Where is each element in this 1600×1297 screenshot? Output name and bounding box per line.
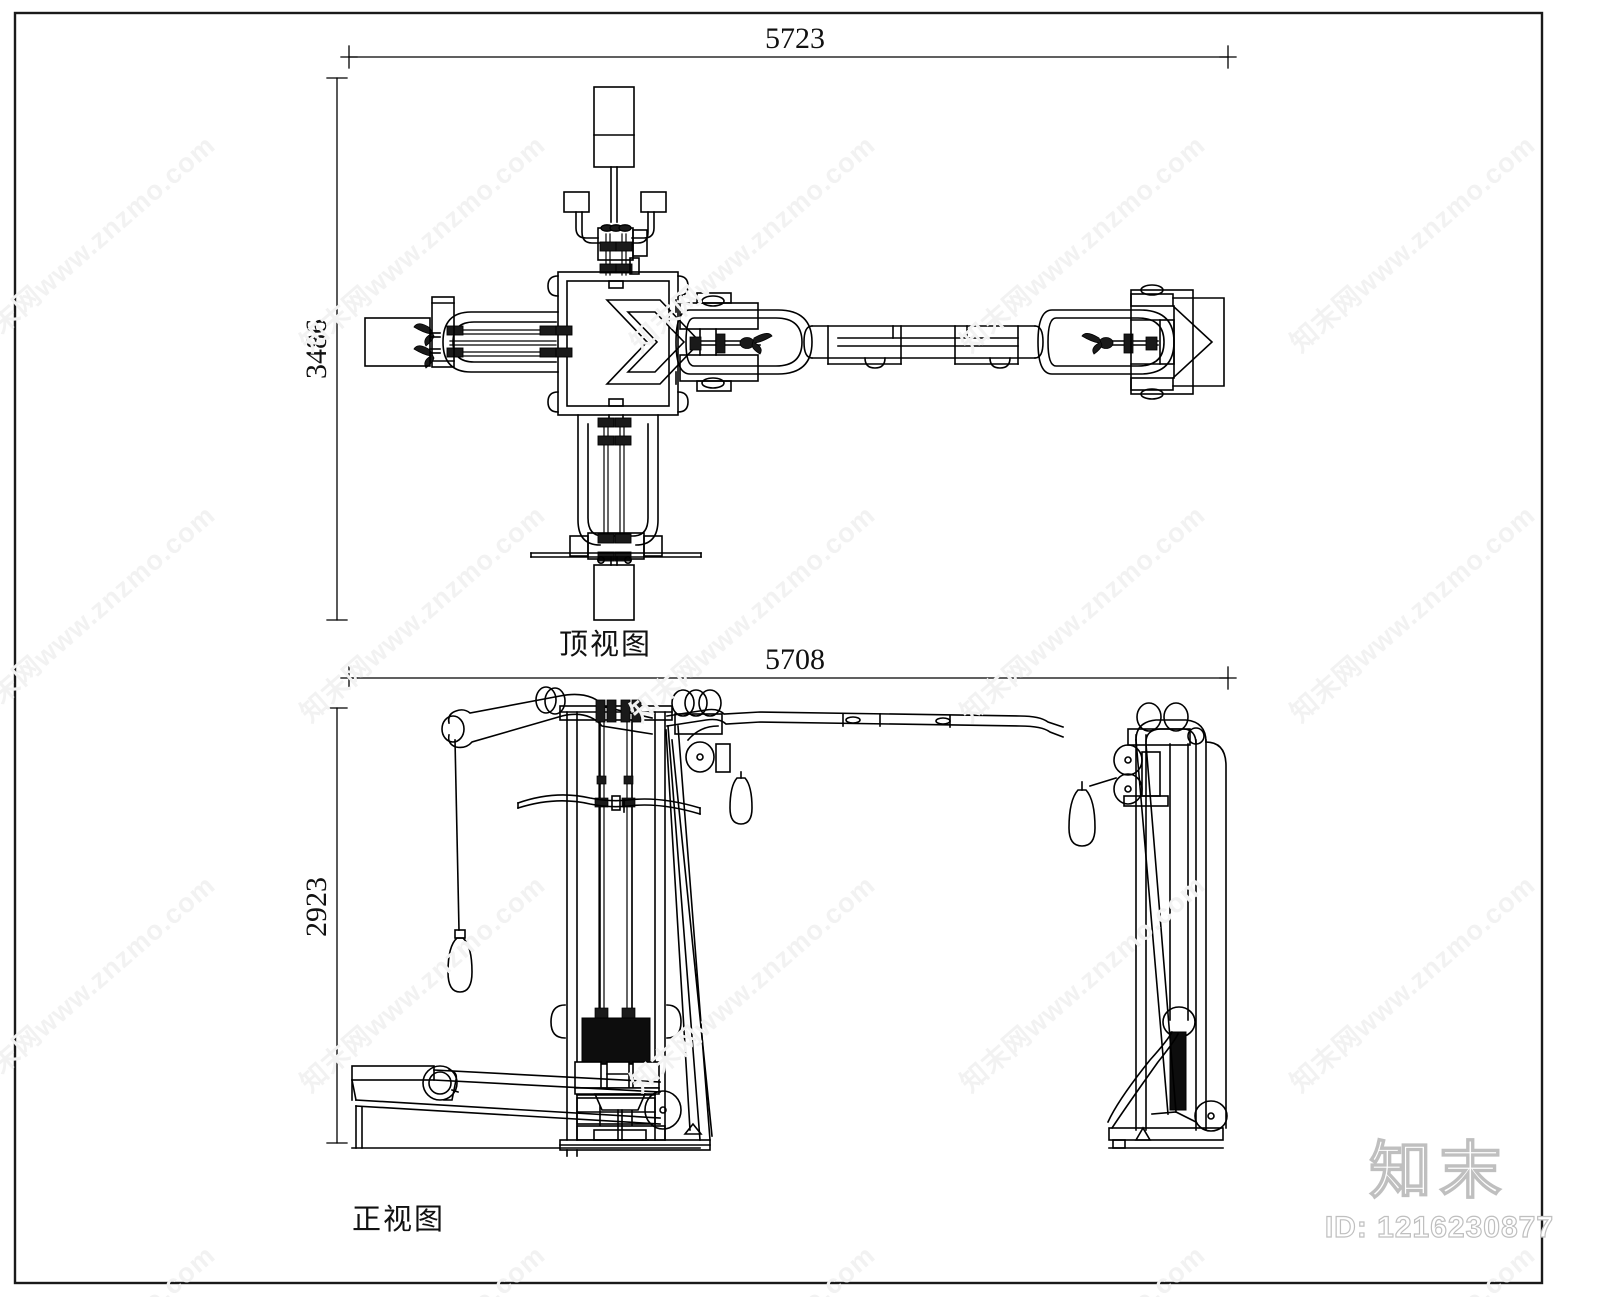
brand-name-cn: 知末: [1369, 1137, 1510, 1206]
dimension-line-front-width: [340, 666, 1237, 690]
front-right-tower: [1068, 702, 1228, 1149]
top-handle-pad-ne: [640, 191, 667, 213]
dimension-label-front-width: 5708: [765, 643, 825, 676]
front-center-handle-strap: [729, 777, 753, 825]
front-center-tower: [550, 699, 682, 1141]
front-left-crossover-arm: [441, 686, 653, 993]
top-south-arm: [530, 414, 702, 621]
top-main-frame-outer: [557, 271, 679, 416]
top-west-handle-upper: [413, 323, 435, 347]
top-cable-clamp-nw: [599, 241, 617, 274]
top-frame-tab-s: [608, 398, 624, 407]
front-bench: [351, 1065, 701, 1149]
front-center-base: [559, 1122, 711, 1157]
top-spine-beam: [803, 325, 1044, 369]
top-frame-corner-rollers: [547, 275, 689, 413]
top-right-station-block-2: [679, 354, 759, 382]
front-center-diagonal-struts: [665, 725, 713, 1141]
top-seat-wedge-inner: [626, 311, 686, 373]
top-east-tower: [1130, 284, 1225, 400]
front-right-handle-strap: [1068, 789, 1096, 847]
top-right-station-roller-n: [701, 295, 725, 307]
dimension-label-front-height: 2923: [300, 877, 333, 937]
top-right-station-roller-s: [701, 377, 725, 389]
top-weight-stack-west: [364, 317, 431, 367]
brand-id-label: ID: 1216230877: [1324, 1210, 1554, 1244]
view-label-top: 顶视图: [559, 627, 653, 661]
top-handle-arm-ne-2: [630, 211, 649, 244]
dimension-label-top-depth: 3486: [300, 319, 333, 379]
sheet-border: [13, 11, 1544, 1285]
top-pulley-cluster-north: [600, 224, 632, 232]
top-small-roller-ne: [629, 257, 640, 275]
top-right-loop-outer: [675, 309, 813, 375]
top-handle-pad-nw: [563, 191, 590, 213]
front-stack-plinth: [593, 1093, 647, 1111]
top-west-arm: [364, 296, 573, 373]
view-label-front: 正视图: [352, 1202, 446, 1236]
front-top-beam: [666, 708, 1065, 739]
top-right-loop-inner: [685, 317, 803, 367]
top-south-carriage-l: [569, 535, 589, 557]
top-frame-tab-n: [608, 280, 624, 289]
top-right-station-cap-n: [696, 292, 732, 304]
top-handle-arm-nw-2: [581, 211, 600, 244]
top-south-arm-outer: [577, 414, 601, 546]
front-center-right-pulleys: [671, 689, 753, 825]
top-seat-wedge-outer: [605, 299, 702, 385]
dimension-line-top-width: [340, 45, 1237, 69]
dimension-line-front-height: [326, 707, 348, 1144]
brand-watermark: 知末 ID: 1216230877: [1324, 1137, 1554, 1245]
top-south-carriage-r: [643, 535, 663, 557]
front-left-handle-strap: [447, 937, 473, 993]
top-south-arm-outer2: [635, 414, 659, 546]
front-lat-bar: [516, 794, 701, 815]
dimension-line-top-depth: [326, 77, 348, 621]
front-view-geometry: [326, 666, 1237, 1157]
dimension-label-top-width: 5723: [765, 22, 825, 55]
top-west-arm-outer: [442, 311, 559, 373]
top-cable-clamp-ne: [615, 241, 633, 274]
top-right-station-block: [679, 302, 759, 330]
top-weight-stack-north: [593, 86, 635, 168]
front-weight-stack-block: [581, 1017, 651, 1065]
top-east-handle-assembly: [1081, 333, 1159, 355]
top-carriage-north-right: [632, 229, 648, 257]
top-handle-arm-nw: [575, 211, 599, 239]
top-right-handle-assembly: [689, 333, 773, 355]
top-view-geometry: [326, 45, 1237, 621]
top-right-station-cap-s: [696, 380, 732, 392]
top-handle-arm-ne: [631, 211, 655, 239]
top-weight-stack-south: [593, 564, 635, 621]
